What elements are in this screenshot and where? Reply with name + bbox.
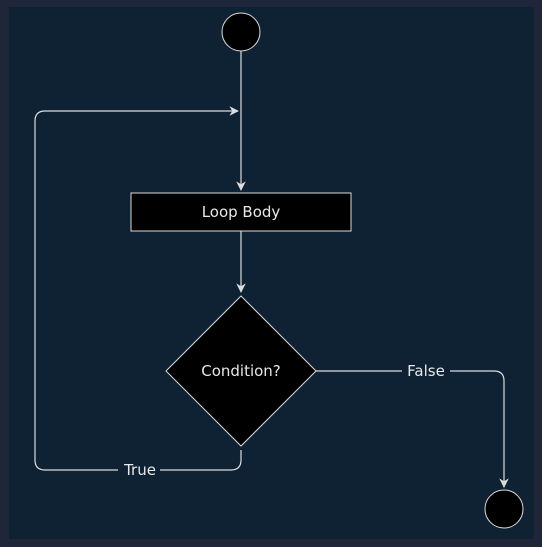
condition-node[interactable]: [165, 295, 317, 447]
end-node[interactable]: [484, 489, 524, 529]
false-label-bg: [402, 361, 450, 381]
condition-label: Condition?: [201, 362, 281, 380]
loop-body-label: Loop Body: [202, 203, 281, 221]
edge-false-to-end: [316, 370, 509, 488]
edge-true-loop-back: [34, 106, 242, 471]
start-node[interactable]: [221, 12, 261, 52]
false-label: False: [407, 362, 445, 380]
diagram-canvas: [9, 7, 534, 539]
true-label-bg: [118, 460, 160, 480]
true-label: True: [123, 461, 156, 479]
loop-body-node[interactable]: [130, 192, 352, 232]
